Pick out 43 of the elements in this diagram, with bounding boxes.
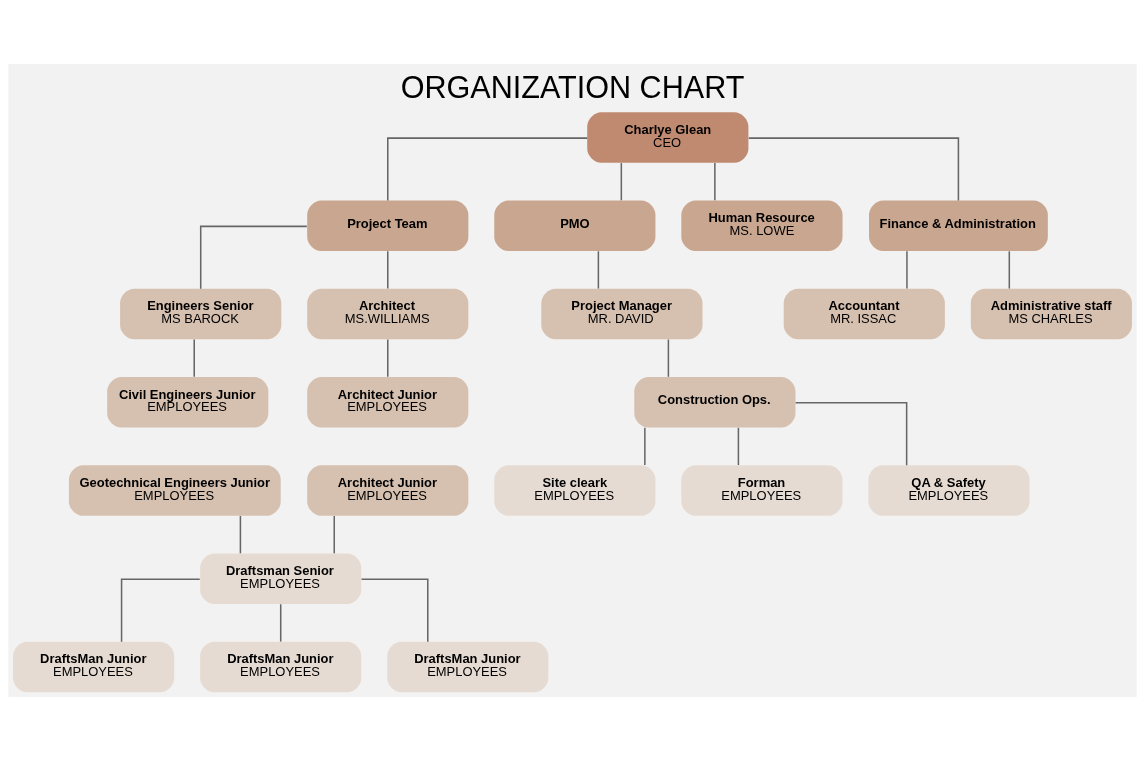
node-box: PMO — [494, 200, 656, 251]
node-box: Draftsman Senior EMPLOYEES — [200, 552, 362, 604]
connector — [714, 161, 716, 201]
connector — [279, 603, 282, 642]
node-box: Civil Engineers Junior EMPLOYEES — [107, 376, 269, 428]
connector — [199, 225, 308, 289]
node-box: Finance & Administration — [869, 200, 1048, 251]
connector — [387, 338, 389, 378]
node-box: Project Manager MR. DAVID — [541, 288, 703, 339]
connector — [387, 250, 389, 289]
connector — [360, 578, 429, 642]
node-box: Charlye Glean CEO — [587, 111, 749, 163]
connector — [597, 250, 600, 289]
connector — [748, 136, 960, 201]
node-box: Forman EMPLOYEES — [681, 464, 843, 516]
node-box: Geotechnical Engineers Junior EMPLOYEES — [68, 464, 281, 516]
node-box: Accountant MR. ISSAC — [783, 288, 945, 339]
node-box: Project Team — [307, 200, 469, 251]
connector — [644, 426, 646, 466]
node-box: Administrative staff MS CHARLES — [970, 288, 1132, 339]
connector — [333, 514, 335, 554]
node-box: DraftsMan Junior EMPLOYEES — [200, 641, 362, 692]
node-box: Construction Ops. — [634, 376, 796, 428]
connector — [620, 161, 623, 201]
connector — [906, 250, 908, 289]
connector — [239, 514, 242, 554]
node-box: DraftsMan Junior EMPLOYEES — [13, 641, 175, 692]
node-box: DraftsMan Junior EMPLOYEES — [387, 641, 549, 692]
node-box: Architect MS.WILLIAMS — [307, 288, 469, 339]
connector — [387, 136, 588, 201]
node-box: QA & Safety EMPLOYEES — [868, 464, 1030, 516]
diagram-title: ORGANIZATION CHART — [400, 69, 745, 104]
connector — [120, 578, 201, 642]
node-box: Architect Junior EMPLOYEES — [307, 376, 469, 428]
connector — [737, 426, 740, 466]
node-box: Site cleark EMPLOYEES — [494, 464, 656, 516]
node-box: Human Resource MS. LOWE — [681, 200, 843, 251]
connector — [794, 401, 908, 466]
connector — [193, 338, 195, 378]
connector — [667, 338, 670, 378]
connector — [1008, 250, 1011, 289]
node-box: Engineers Senior MS BAROCK — [120, 288, 282, 339]
node-box: Architect Junior EMPLOYEES — [307, 464, 469, 516]
